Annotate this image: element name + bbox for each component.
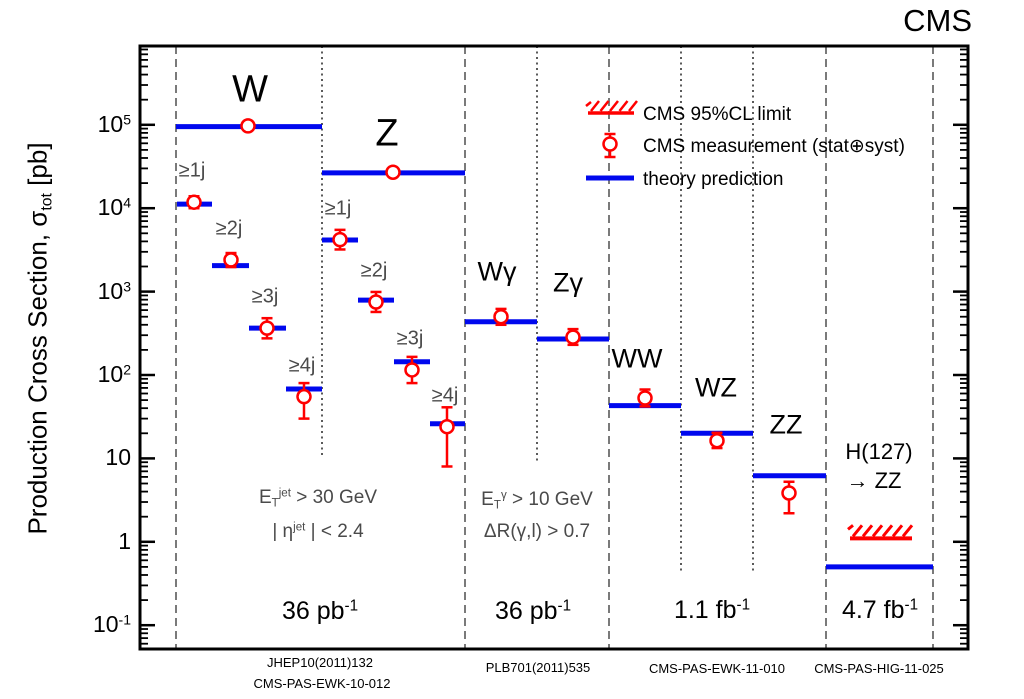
y-tick-label: 1	[118, 527, 131, 554]
reference-ewk-11-010: CMS-PAS-EWK-11-010	[648, 661, 786, 676]
y-tick-label: 103	[97, 277, 131, 304]
legend-label-limit: CMS 95%CL limit	[643, 104, 792, 125]
luminosity-vgamma: 36 pb-1	[494, 597, 572, 625]
measurement-W-ge3j	[259, 316, 275, 340]
measurement-W	[240, 118, 256, 134]
photon-cut-dr: ΔR(γ,l) > 0.7	[483, 521, 591, 542]
measurement-ZZ	[781, 480, 797, 515]
jet-label-Z-ge3j: ≥3j	[396, 327, 424, 350]
process-label-W: W	[232, 68, 268, 111]
process-label-Z: Z	[375, 112, 399, 155]
measurement-Z	[385, 164, 401, 180]
legend-label-theory: theory prediction	[643, 169, 784, 190]
y-tick-label: 10	[105, 444, 131, 471]
plot-frame	[138, 44, 970, 651]
jet-label-Z-ge4j: ≥4j	[431, 384, 459, 407]
measurement-marker-icon	[602, 132, 618, 159]
y-tick-label: 105	[97, 110, 131, 137]
reference-plb: PLB701(2011)535	[485, 660, 591, 675]
experiment-title: CMS	[903, 3, 972, 38]
measurement-Z-ge4j	[439, 406, 455, 468]
measurement-W-ge4j	[296, 381, 312, 420]
process-label-Zgamma: Zγ	[553, 267, 583, 298]
process-label-WW: WW	[611, 343, 663, 374]
jet-label-W-ge2j: ≥2j	[215, 217, 243, 240]
process-label-WZ: WZ	[695, 372, 737, 403]
measurement-Z-ge1j	[332, 228, 348, 251]
reference-hig-11-025: CMS-PAS-HIG-11-025	[814, 661, 944, 676]
photon-cut-et: ETγ > 10 GeV	[481, 489, 593, 512]
legend-symbols	[585, 100, 638, 181]
legend-label-measurement: CMS measurement (stat⊕syst)	[643, 136, 905, 157]
luminosity-higgs: 4.7 fb-1	[841, 596, 919, 624]
jet-cut-et: ETjet > 30 GeV	[258, 487, 378, 510]
axis-ticks	[140, 48, 968, 645]
jet-label-Z-ge1j: ≥1j	[324, 197, 352, 220]
jet-label-W-ge4j: ≥4j	[288, 354, 316, 377]
jet-label-W-ge3j: ≥3j	[251, 285, 279, 308]
luminosity-wz-jets: 36 pb-1	[281, 597, 359, 625]
process-label2-H127: → ZZ	[846, 468, 902, 493]
jet-label-W-ge1j: ≥1j	[178, 159, 206, 182]
jet-cut-eta: | ηjet | < 2.4	[272, 521, 364, 542]
reference-ewk-10-012: CMS-PAS-EWK-10-012	[253, 676, 391, 691]
y-tick-label: 10-1	[92, 611, 131, 638]
luminosity-diboson: 1.1 fb-1	[673, 596, 751, 624]
jet-label-Z-ge2j: ≥2j	[360, 259, 388, 282]
measurement-Z-ge2j	[368, 290, 384, 314]
measurement-Zgamma	[565, 327, 581, 347]
limit-hatch-H127	[847, 524, 914, 541]
measurement-W-ge2j	[223, 251, 239, 269]
process-label-ZZ: ZZ	[769, 409, 803, 440]
reference-jhep: JHEP10(2011)132	[267, 655, 373, 670]
measurement-WZ	[709, 431, 725, 450]
y-tick-label: 102	[97, 361, 131, 387]
measurement-Z-ge3j	[404, 355, 420, 385]
y-tick-label: 104	[97, 194, 131, 221]
process-label-H127: H(127)	[845, 439, 913, 464]
measurement-WW	[637, 388, 653, 408]
measurement-W-ge1j	[186, 194, 202, 210]
process-label-Wgamma: Wγ	[477, 256, 517, 287]
measurement-Wgamma	[493, 307, 509, 327]
